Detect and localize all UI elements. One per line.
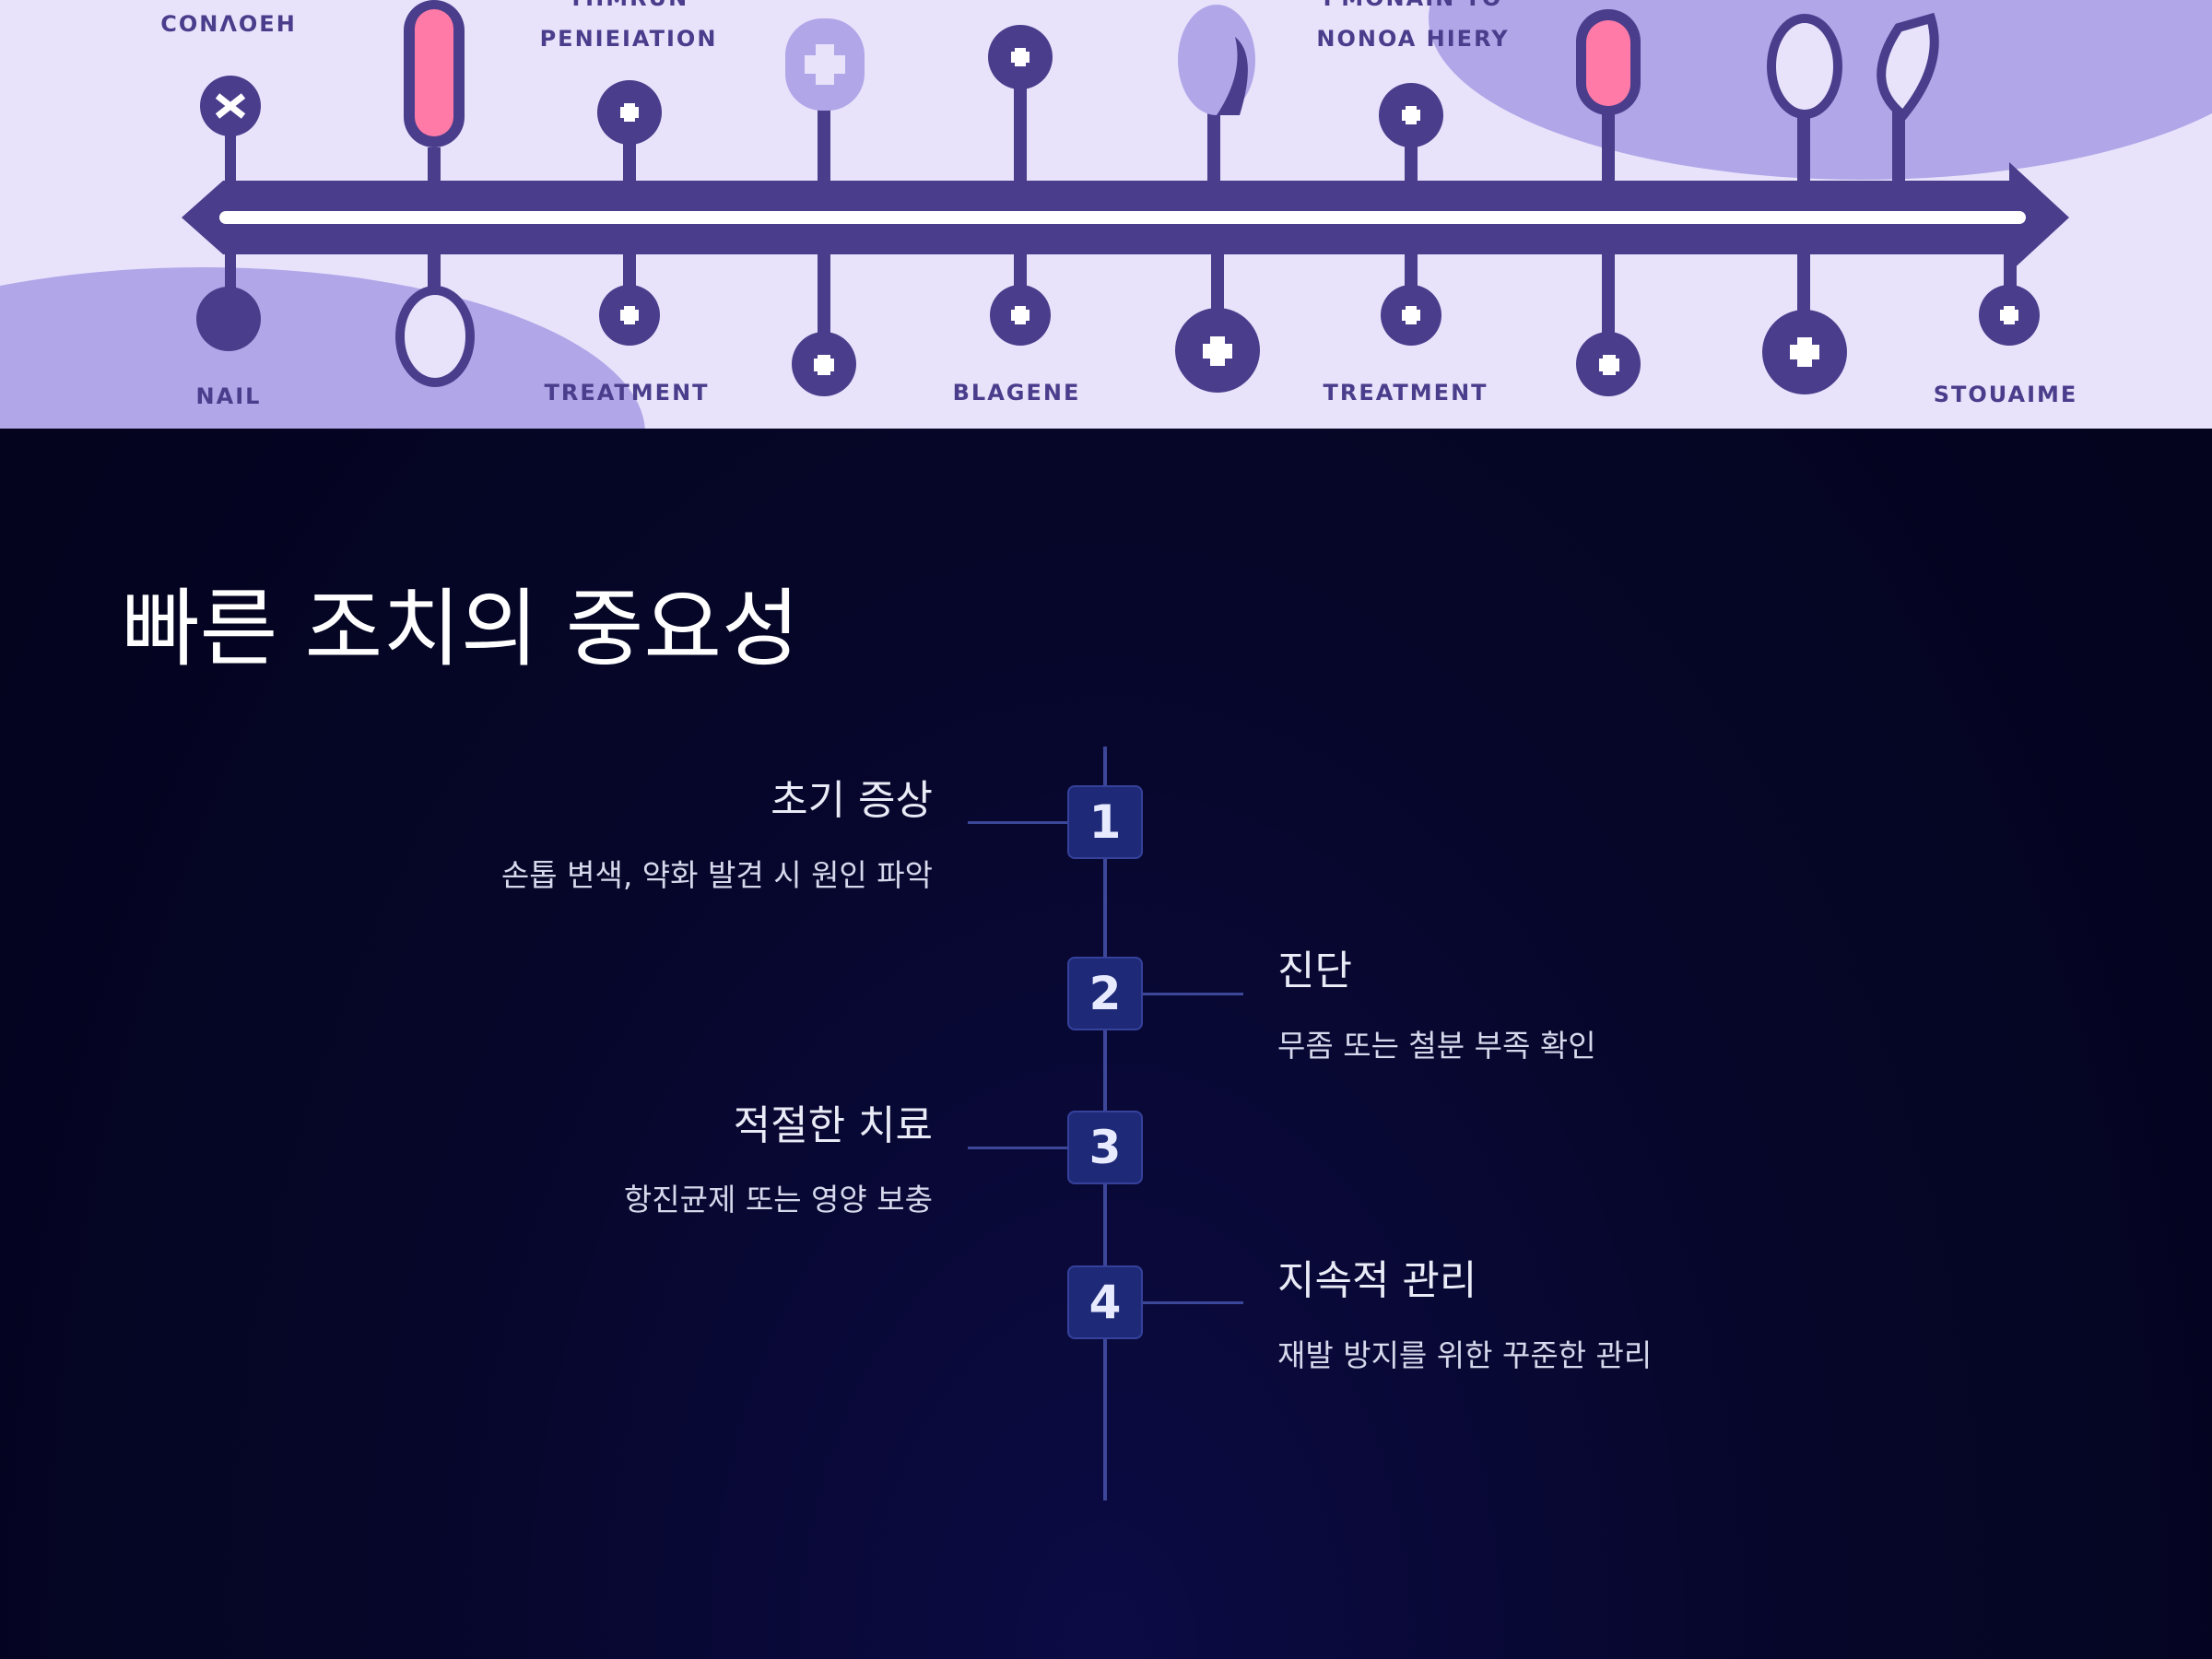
step-4-number-badge: 4	[1067, 1265, 1143, 1339]
hero-illustration: CONΛOEH THMRUN PENIEIATION PMONAIN TO NO…	[0, 0, 2212, 429]
step-4-connector	[1140, 1301, 1243, 1304]
hero-label-top-3: PENIEIATION	[540, 26, 718, 52]
step-3-connector	[968, 1147, 1071, 1149]
nail-shape-icon	[1178, 5, 1255, 115]
slide-title: 빠른 조치의 중요성	[122, 580, 800, 678]
step-1-title: 초기 증상	[771, 777, 933, 824]
pill-marker-icon	[1576, 9, 1641, 115]
plus-badge-icon	[785, 18, 865, 111]
pill-marker-icon	[404, 0, 465, 147]
hero-label-bottom-2: TREATMENT	[544, 380, 709, 406]
step-1-connector	[968, 821, 1071, 824]
step-3-title: 적절한 치료	[733, 1102, 933, 1149]
step-3-number-badge: 3	[1067, 1111, 1143, 1184]
hero-label-bottom-1: NAIL	[196, 383, 262, 409]
step-3-description: 항진균제 또는 영양 보충	[623, 1182, 933, 1218]
step-1-description: 손톱 변색, 약화 발견 시 원인 파악	[500, 857, 933, 893]
step-2-description: 무좀 또는 철분 부족 확인	[1277, 1028, 1596, 1064]
hero-label-top-1: CONΛOEH	[160, 11, 297, 37]
hero-label-top-2: THMRUN	[569, 0, 688, 11]
hero-label-bottom-5: STOUAIME	[1934, 382, 2078, 407]
hero-label-top-5: NONOA HIERY	[1316, 26, 1509, 52]
step-2-connector	[1140, 993, 1243, 995]
step-2-title: 진단	[1277, 947, 1352, 994]
timeline-arrow-icon	[182, 162, 2069, 273]
step-2-number-badge: 2	[1067, 957, 1143, 1030]
step-4-title: 지속적 관리	[1277, 1257, 1477, 1304]
hero-label-bottom-4: TREATMENT	[1323, 380, 1488, 406]
step-4-description: 재발 방지를 위한 꾸준한 관리	[1277, 1337, 1653, 1373]
step-1-number-badge: 1	[1067, 785, 1143, 859]
nail-outline-icon	[1767, 12, 1939, 122]
hero-label-top-4: PMONAIN TO	[1324, 0, 1503, 11]
hero-label-bottom-3: BLAGENE	[953, 380, 1081, 406]
